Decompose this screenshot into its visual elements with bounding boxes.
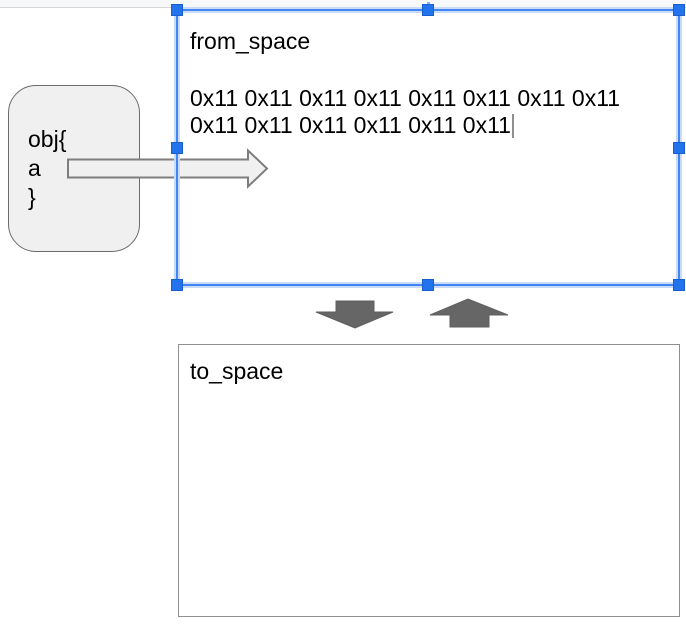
- block-arrow-up[interactable]: [429, 298, 509, 328]
- resize-handle-top-right[interactable]: [673, 4, 685, 16]
- obj-shape-line: }: [28, 184, 36, 210]
- from-space-blank-line: [190, 55, 667, 85]
- resize-handle-middle-right[interactable]: [673, 141, 685, 154]
- from-space-content-line: 0x11 0x11 0x11 0x11 0x11 0x11 0x11 0x11: [190, 85, 621, 111]
- from-space-title: from_space: [190, 28, 311, 54]
- obj-shape-line: a: [28, 155, 41, 181]
- to-space-shape[interactable]: to_space: [178, 344, 680, 617]
- resize-handle-bottom-left[interactable]: [171, 279, 183, 291]
- to-space-title: to_space: [190, 358, 284, 384]
- text-caret: [511, 114, 514, 138]
- resize-handle-bottom-right[interactable]: [673, 279, 685, 291]
- resize-handle-top-left[interactable]: [171, 4, 183, 16]
- from-space-shape[interactable]: from_space 0x11 0x11 0x11 0x11 0x11 0x11…: [177, 10, 679, 285]
- resize-handle-bottom-center[interactable]: [422, 279, 434, 291]
- toolbar-bottom-edge: [0, 0, 686, 8]
- obj-shape-line: obj{: [28, 126, 67, 152]
- block-arrow-down[interactable]: [315, 300, 394, 329]
- resize-handle-top-center[interactable]: [422, 4, 434, 16]
- right-arrow-connector[interactable]: [67, 148, 269, 189]
- from-space-content-line: 0x11 0x11 0x11 0x11 0x11 0x11: [190, 112, 667, 139]
- resize-handle-middle-left[interactable]: [171, 141, 183, 154]
